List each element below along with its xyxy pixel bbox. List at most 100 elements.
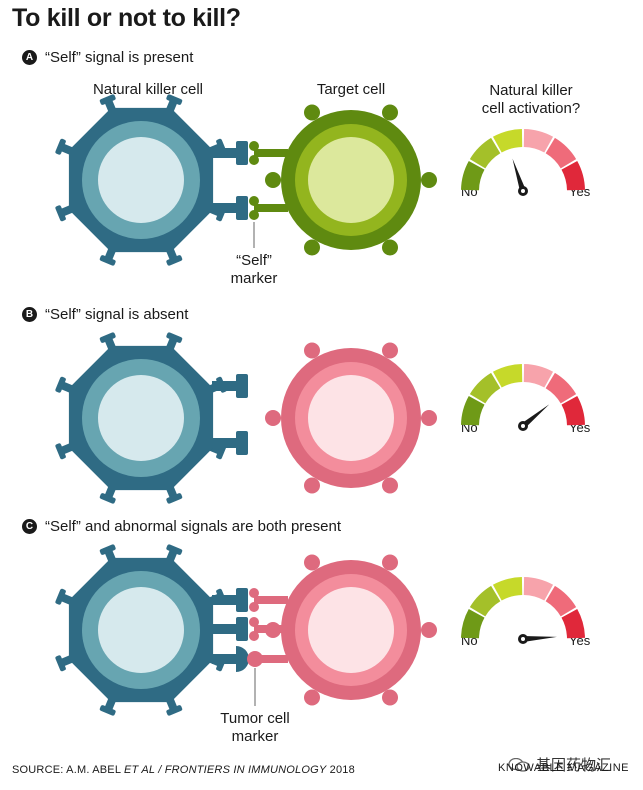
target-cell-nucleus (308, 587, 394, 673)
gauge-segment (545, 137, 577, 169)
nk-receptor-head (236, 588, 248, 612)
panel-a-badge: A (22, 50, 37, 65)
panel-c-nk-cell (55, 544, 227, 716)
target-cell-nucleus (308, 137, 394, 223)
target-bump (304, 104, 320, 121)
target-bump (304, 342, 320, 359)
self-marker-knob (249, 631, 259, 641)
nk-receptor-stalk (212, 624, 246, 634)
nk-receptor-stalk (212, 381, 246, 391)
panel-b-target-cell (265, 342, 437, 494)
nk-receptor-stalk (212, 203, 246, 213)
panel-b-nk-receptors (212, 374, 248, 455)
target-bump (304, 689, 320, 706)
self-marker-knob (249, 196, 259, 206)
panel-c-badge: C (22, 519, 37, 534)
self-marker-stalk (254, 204, 288, 212)
tumor-marker-label: Tumor cell marker (205, 710, 305, 746)
target-cell-bumps (265, 554, 437, 706)
self-marker-knob (249, 617, 259, 627)
target-bump (304, 239, 320, 256)
gauge-segment (545, 372, 577, 404)
target-bump (265, 410, 281, 426)
target-bump (382, 554, 398, 571)
gauge-segment (545, 585, 577, 617)
panel-c-heading-text: “Self” and abnormal signals are both pre… (45, 518, 342, 535)
target-bump (382, 239, 398, 256)
panel-c-markers (247, 588, 288, 706)
activating-receptor-stalk (212, 654, 238, 664)
panel-c-nk-receptors (212, 588, 249, 672)
target-cell-label: Target cell (316, 81, 386, 98)
gauge-pivot-dot (521, 637, 525, 641)
self-marker-stalk (254, 149, 288, 157)
tumor-marker-line2: marker (231, 728, 279, 745)
panel-a-target-cell (265, 104, 437, 256)
page-title: To kill or not to kill? (12, 4, 241, 32)
panel-a-gauge (461, 129, 585, 196)
self-marker-knob (249, 588, 259, 598)
target-bump (382, 689, 398, 706)
nk-receptor-stalk (212, 148, 246, 158)
nk-cell-nucleus (98, 137, 184, 223)
nk-receptor-head (236, 196, 248, 220)
nk-receptor-head (236, 141, 248, 165)
brand-name: KNOWABLE MAGAZINE (498, 762, 629, 774)
gauge-segment (492, 129, 523, 153)
gauge-segment (561, 608, 585, 639)
tumor-marker-stalk (254, 655, 288, 663)
self-marker-label: “Self” marker (214, 252, 294, 288)
self-marker-stalk (254, 596, 288, 604)
panel-b-gauge (461, 364, 585, 431)
panel-a-self-markers (249, 141, 288, 248)
target-bump (382, 477, 398, 494)
source-italic: ET AL / FRONTIERS IN IMMUNOLOGY (124, 764, 327, 776)
gauge-title-line2: cell activation? (481, 100, 581, 117)
panel-c-heading: C “Self” and abnormal signals are both p… (22, 518, 341, 535)
self-marker-knob (249, 155, 259, 165)
target-cell-bumps (265, 342, 437, 494)
gauge-segment (492, 577, 523, 601)
wechat-icon (508, 757, 530, 772)
panel-c-target-cell (265, 554, 437, 706)
panel-b-heading-text: “Self” signal is absent (45, 306, 189, 323)
gauge-segment (523, 364, 554, 388)
panel-c-gauge (461, 577, 585, 644)
gauge-segment (461, 395, 485, 426)
gauge-needle (521, 404, 550, 429)
nk-receptor-stalk (212, 595, 246, 605)
activating-receptor-head (236, 646, 249, 672)
target-cell-bumps (265, 104, 437, 256)
nk-receptor-head (236, 374, 248, 398)
gauge-needle (512, 158, 526, 192)
gauge-title: Natural killer cell activation? (466, 82, 596, 118)
gauge-title-line1: Natural killer (489, 82, 573, 99)
self-marker-knob (249, 602, 259, 612)
gauge-segment (469, 137, 501, 169)
target-bump (421, 172, 437, 188)
gauge-segment (461, 608, 485, 639)
gauge-segment (469, 585, 501, 617)
self-marker-knob (249, 141, 259, 151)
gauge-pivot-dot (521, 424, 525, 428)
gauge-segment (461, 160, 485, 191)
gauge-segment (469, 372, 501, 404)
nk-cell-label: Natural killer cell (92, 81, 204, 98)
panel-a-heading: A “Self” signal is present (22, 49, 193, 66)
self-marker-line1: “Self” (236, 252, 272, 269)
tumor-marker-line1: Tumor cell (220, 710, 290, 727)
target-bump (265, 172, 281, 188)
gauge-needle (522, 636, 557, 642)
self-marker-knob (249, 210, 259, 220)
source-prefix: SOURCE: A.M. ABEL (12, 764, 125, 776)
watermark: 基因药物汇 (508, 754, 611, 775)
tumor-marker-knob (247, 651, 263, 667)
nk-receptor-head (236, 617, 248, 641)
target-bump (265, 622, 281, 638)
panel-b-heading: B “Self” signal is absent (22, 306, 188, 323)
target-cell-nucleus (308, 375, 394, 461)
target-bump (421, 410, 437, 426)
nk-cell-nucleus (98, 375, 184, 461)
panel-a-heading-text: “Self” signal is present (45, 49, 194, 66)
